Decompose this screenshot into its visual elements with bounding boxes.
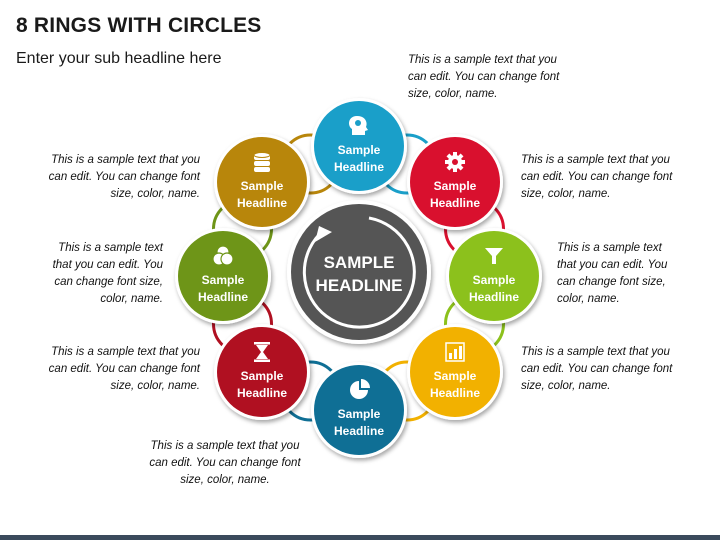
node-label-line1: Sample [241, 369, 284, 383]
page-subtitle: Enter your sub headline here [16, 50, 222, 67]
node-label-line1: Sample [473, 273, 516, 287]
arrow-head-icon [315, 226, 332, 242]
center-node: SAMPLE HEADLINE [287, 200, 431, 344]
page-title: 8 RINGS WITH CIRCLES [16, 14, 262, 37]
note-bottom-left: This is a sample text that you can edit.… [48, 346, 200, 392]
note-left: This is a sample text that you can edit.… [52, 242, 163, 305]
node-label-line2: Headline [430, 196, 480, 210]
note-top-left: This is a sample text that you can edit.… [48, 154, 200, 200]
center-label-line1: SAMPLE [324, 253, 395, 272]
node-label-line1: Sample [434, 179, 477, 193]
center-label-line2: HEADLINE [316, 276, 403, 295]
hourglass-icon [254, 342, 270, 362]
head-gears-icon [349, 116, 368, 135]
node-label-line2: Headline [334, 160, 384, 174]
node-label-line2: Headline [237, 386, 287, 400]
note-top: This is a sample text that you can edit.… [408, 54, 560, 100]
node-label-line2: Headline [430, 386, 480, 400]
bottom-bar [0, 535, 720, 540]
funnel-icon [485, 248, 503, 264]
pie-chart-icon [350, 379, 370, 399]
venn-icon [212, 245, 234, 266]
node-label-line1: Sample [338, 143, 381, 157]
note-bottom: This is a sample text that you can edit.… [149, 440, 301, 486]
node-label-line2: Headline [334, 424, 384, 438]
database-icon [253, 152, 271, 172]
node-label-line1: Sample [241, 179, 284, 193]
bar-chart-icon [445, 342, 465, 362]
note-bottom-right: This is a sample text that you can edit.… [521, 346, 673, 392]
node-label-line2: Headline [198, 290, 248, 304]
circular-arrow [302, 216, 416, 329]
note-right: This is a sample text that you can edit.… [557, 242, 668, 305]
node-label-line2: Headline [237, 196, 287, 210]
gear-icon [445, 152, 465, 172]
node-label-line2: Headline [469, 290, 519, 304]
node-label-line1: Sample [338, 407, 381, 421]
node-label-line1: Sample [434, 369, 477, 383]
node-label-line1: Sample [202, 273, 245, 287]
note-top-right: This is a sample text that you can edit.… [521, 154, 673, 200]
